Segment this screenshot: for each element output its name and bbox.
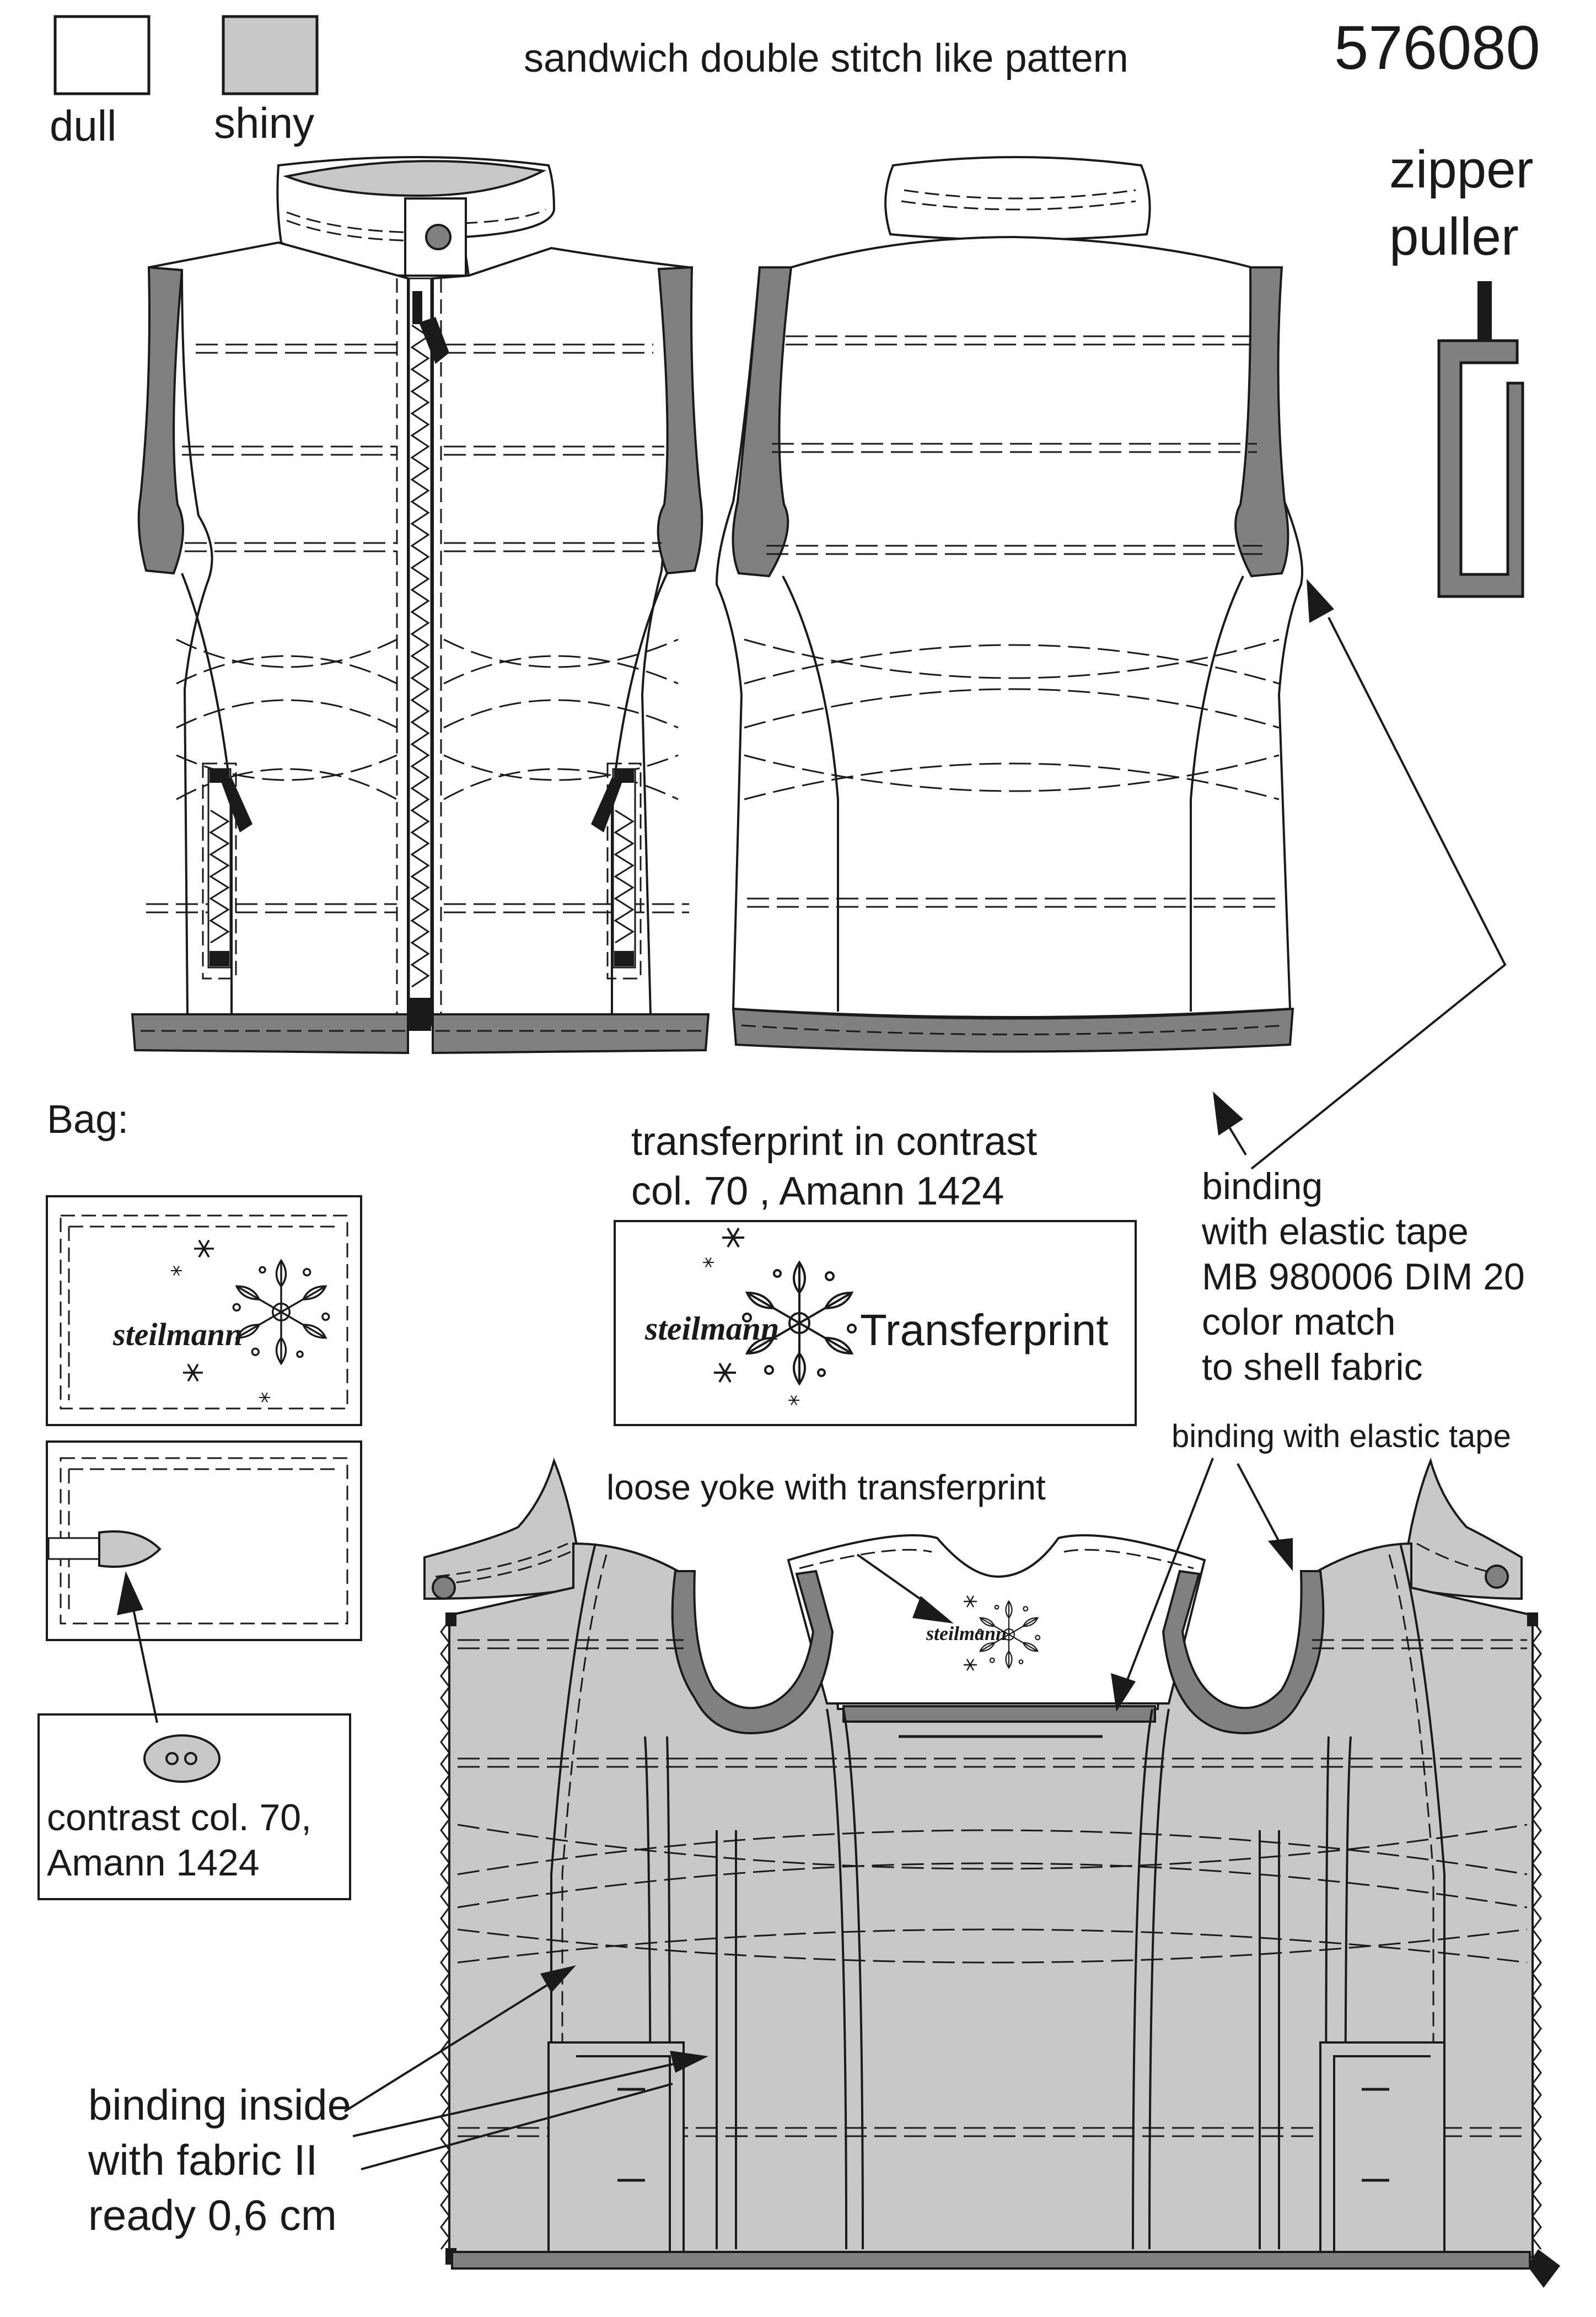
front-left-armhole-binding (137, 266, 184, 575)
bag-front: steilmann (46, 1195, 362, 1426)
zipper-puller-label-1: zipper (1389, 140, 1533, 199)
vest-front (131, 156, 710, 1055)
transferprint-heading-2: col. 70 , Amann 1424 (631, 1169, 1004, 1213)
binding-note-line-3: MB 980006 DIM 20 (1202, 1256, 1525, 1298)
back-hem-binding (732, 1007, 1294, 1053)
binding-inside-note-line-2: with fabric II (88, 2136, 318, 2184)
front-zipper-puller-icon (412, 291, 449, 364)
transferprint-brand: steilmann (644, 1310, 779, 1347)
transferprint-label: Transferprint (860, 1305, 1109, 1354)
yoke-binding-bar (842, 1705, 1156, 1723)
elastic-tape-note: binding with elastic tape (1172, 1418, 1511, 1454)
contrast-note-line-2: Amann 1424 (47, 1842, 260, 1884)
yoke-brand: steilmann (926, 1622, 1007, 1644)
vest-back (715, 156, 1303, 1053)
legend-label-dull: dull (50, 101, 116, 150)
bag-snowflake-icon (232, 1259, 330, 1365)
inside-right-pocket (1319, 2041, 1445, 2253)
inside-right-armhole-binding (1162, 1569, 1325, 1734)
bag-brand: steilmann (112, 1316, 243, 1352)
legend: dull shiny (50, 15, 319, 150)
inside-collar-button-right (1485, 1565, 1509, 1589)
bag-zipper-puller-icon (47, 1530, 162, 1568)
legend-label-shiny: shiny (214, 99, 314, 147)
binding-inside-note-line-1: binding inside (88, 2081, 351, 2129)
front-right-pocket (591, 762, 642, 980)
binding-note-line-4: color match (1202, 1301, 1395, 1343)
inside-zipper-puller-icon (1527, 2249, 1560, 2288)
front-left-pocket (202, 762, 252, 980)
contrast-note-box: contrast col. 70, Amann 1424 (37, 1713, 351, 1900)
bag-back (46, 1440, 362, 1723)
binding-inside-note-line-3: ready 0,6 cm (88, 2191, 337, 2239)
legend-swatch-shiny (222, 15, 319, 95)
transferprint-heading-1: transferprint in contrast (631, 1120, 1037, 1164)
binding-note: binding with elastic tape MB 980006 DIM … (1201, 1165, 1525, 1388)
back-left-armhole-binding (732, 266, 793, 578)
legend-swatch-dull (53, 15, 151, 95)
snowflake-icon (193, 1239, 215, 1259)
bag-title: Bag: (47, 1098, 128, 1142)
binding-note-line-5: to shell fabric (1202, 1346, 1423, 1388)
front-hem-binding-right (432, 1013, 710, 1055)
arrow-icon (1213, 579, 1507, 1170)
inside-left-collar (423, 1457, 586, 1600)
inside-right-collar (1399, 1457, 1523, 1600)
front-collar-lining (282, 160, 547, 197)
stitch-note: sandwich double stitch like pattern (524, 36, 1129, 80)
loose-yoke-note: loose yoke with transferprint (606, 1467, 1046, 1507)
inside-left-pocket (547, 2041, 685, 2253)
binding-note-line-1: binding (1202, 1165, 1323, 1207)
transferprint-box: steilmann Transferprint (614, 1220, 1137, 1426)
zipper-puller-label-2: puller (1389, 207, 1519, 266)
inside-arrows (343, 1458, 1293, 2170)
toggle-button-icon (143, 1734, 221, 1783)
inside-collar-button-left (432, 1576, 456, 1600)
vest-inside: steilmann (423, 1457, 1560, 2288)
style-number: 576080 (1334, 13, 1540, 82)
front-right-armhole-binding (657, 266, 703, 575)
loose-yoke (787, 1534, 1206, 1705)
zipper-puller-icon (1437, 281, 1524, 598)
inside-left-armhole-binding (671, 1569, 834, 1734)
inside-hem-binding (451, 2251, 1531, 2270)
back-right-armhole-binding (1234, 266, 1289, 578)
front-hem-binding (131, 1013, 409, 1055)
contrast-note-line-1: contrast col. 70, (47, 1797, 311, 1838)
binding-note-line-2: with elastic tape (1201, 1211, 1469, 1252)
front-collar-button (425, 224, 452, 250)
